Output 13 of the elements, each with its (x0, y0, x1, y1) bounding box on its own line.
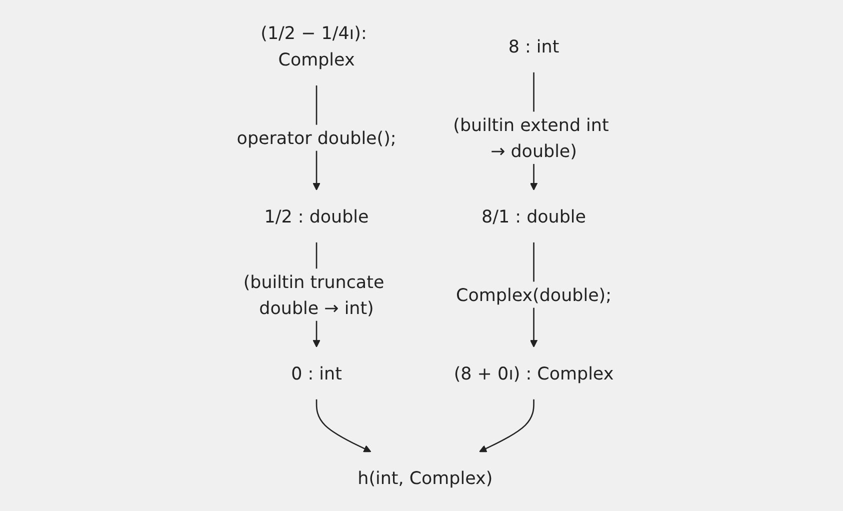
arrow (479, 399, 534, 452)
node-text: (1/2 − 1/4ı): Complex (260, 22, 367, 70)
arrow (316, 399, 372, 452)
node-text: 1/2 : double (264, 206, 369, 227)
node-text: 8/1 : double (482, 206, 586, 227)
node-text: 8 : int (508, 36, 560, 57)
edge-label: operator double(); (236, 127, 396, 148)
node-text: h(int, Complex) (358, 467, 493, 488)
edge-label: (builtin extend int → double) (453, 114, 609, 162)
node-text: 0 : int (291, 362, 342, 384)
node-text: (8 + 0ı) : Complex (454, 362, 614, 384)
edge-label: Complex(double); (456, 284, 612, 306)
edge-label: (builtin truncate double → int) (243, 271, 384, 318)
